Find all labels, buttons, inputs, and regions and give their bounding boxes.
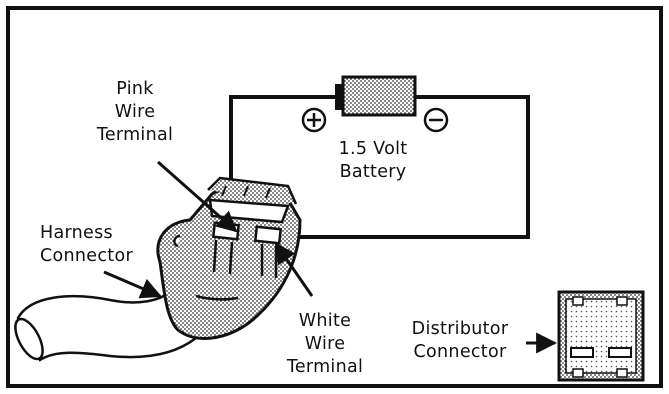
white-label-line-2: Wire: [304, 334, 346, 354]
distributor-connector-label: Distributor Connector: [400, 318, 520, 364]
minus-icon: [423, 107, 449, 133]
pink-label-line-2: Wire: [114, 102, 156, 122]
circuit-wires: [229, 95, 530, 239]
leader-arrows: [103, 160, 558, 354]
pink-label-line-3: Terminal: [96, 125, 174, 145]
plus-icon: [301, 107, 327, 133]
harness-label-line-1: Harness: [40, 223, 113, 243]
white-wire-terminal-label: White Wire Terminal: [270, 310, 380, 379]
battery-icon: [335, 75, 417, 117]
arrow-white-terminal: [274, 242, 314, 297]
harness-label-line-2: Connector: [40, 246, 133, 266]
pink-label-line-1: Pink: [116, 79, 154, 99]
harness-tube: [14, 290, 198, 362]
pink-wire-terminal-label: Pink Wire Terminal: [80, 78, 190, 147]
white-label-line-3: Terminal: [286, 357, 364, 377]
white-label-line-1: White: [298, 311, 352, 331]
battery-label-line-2: Battery: [339, 162, 407, 182]
distributor-label-line-1: Distributor: [411, 319, 509, 339]
arrow-pink-terminal: [157, 160, 238, 233]
distributor-connector-icon: [557, 290, 645, 382]
harness-connector-label: Harness Connector: [40, 222, 133, 268]
figure-frame: [6, 6, 663, 388]
arrow-harness-connector: [103, 270, 162, 299]
distributor-label-line-2: Connector: [413, 342, 507, 362]
harness-connector-icon: [156, 176, 302, 340]
battery-label: 1.5 Volt Battery: [318, 138, 428, 184]
battery-label-line-1: 1.5 Volt: [338, 139, 408, 159]
